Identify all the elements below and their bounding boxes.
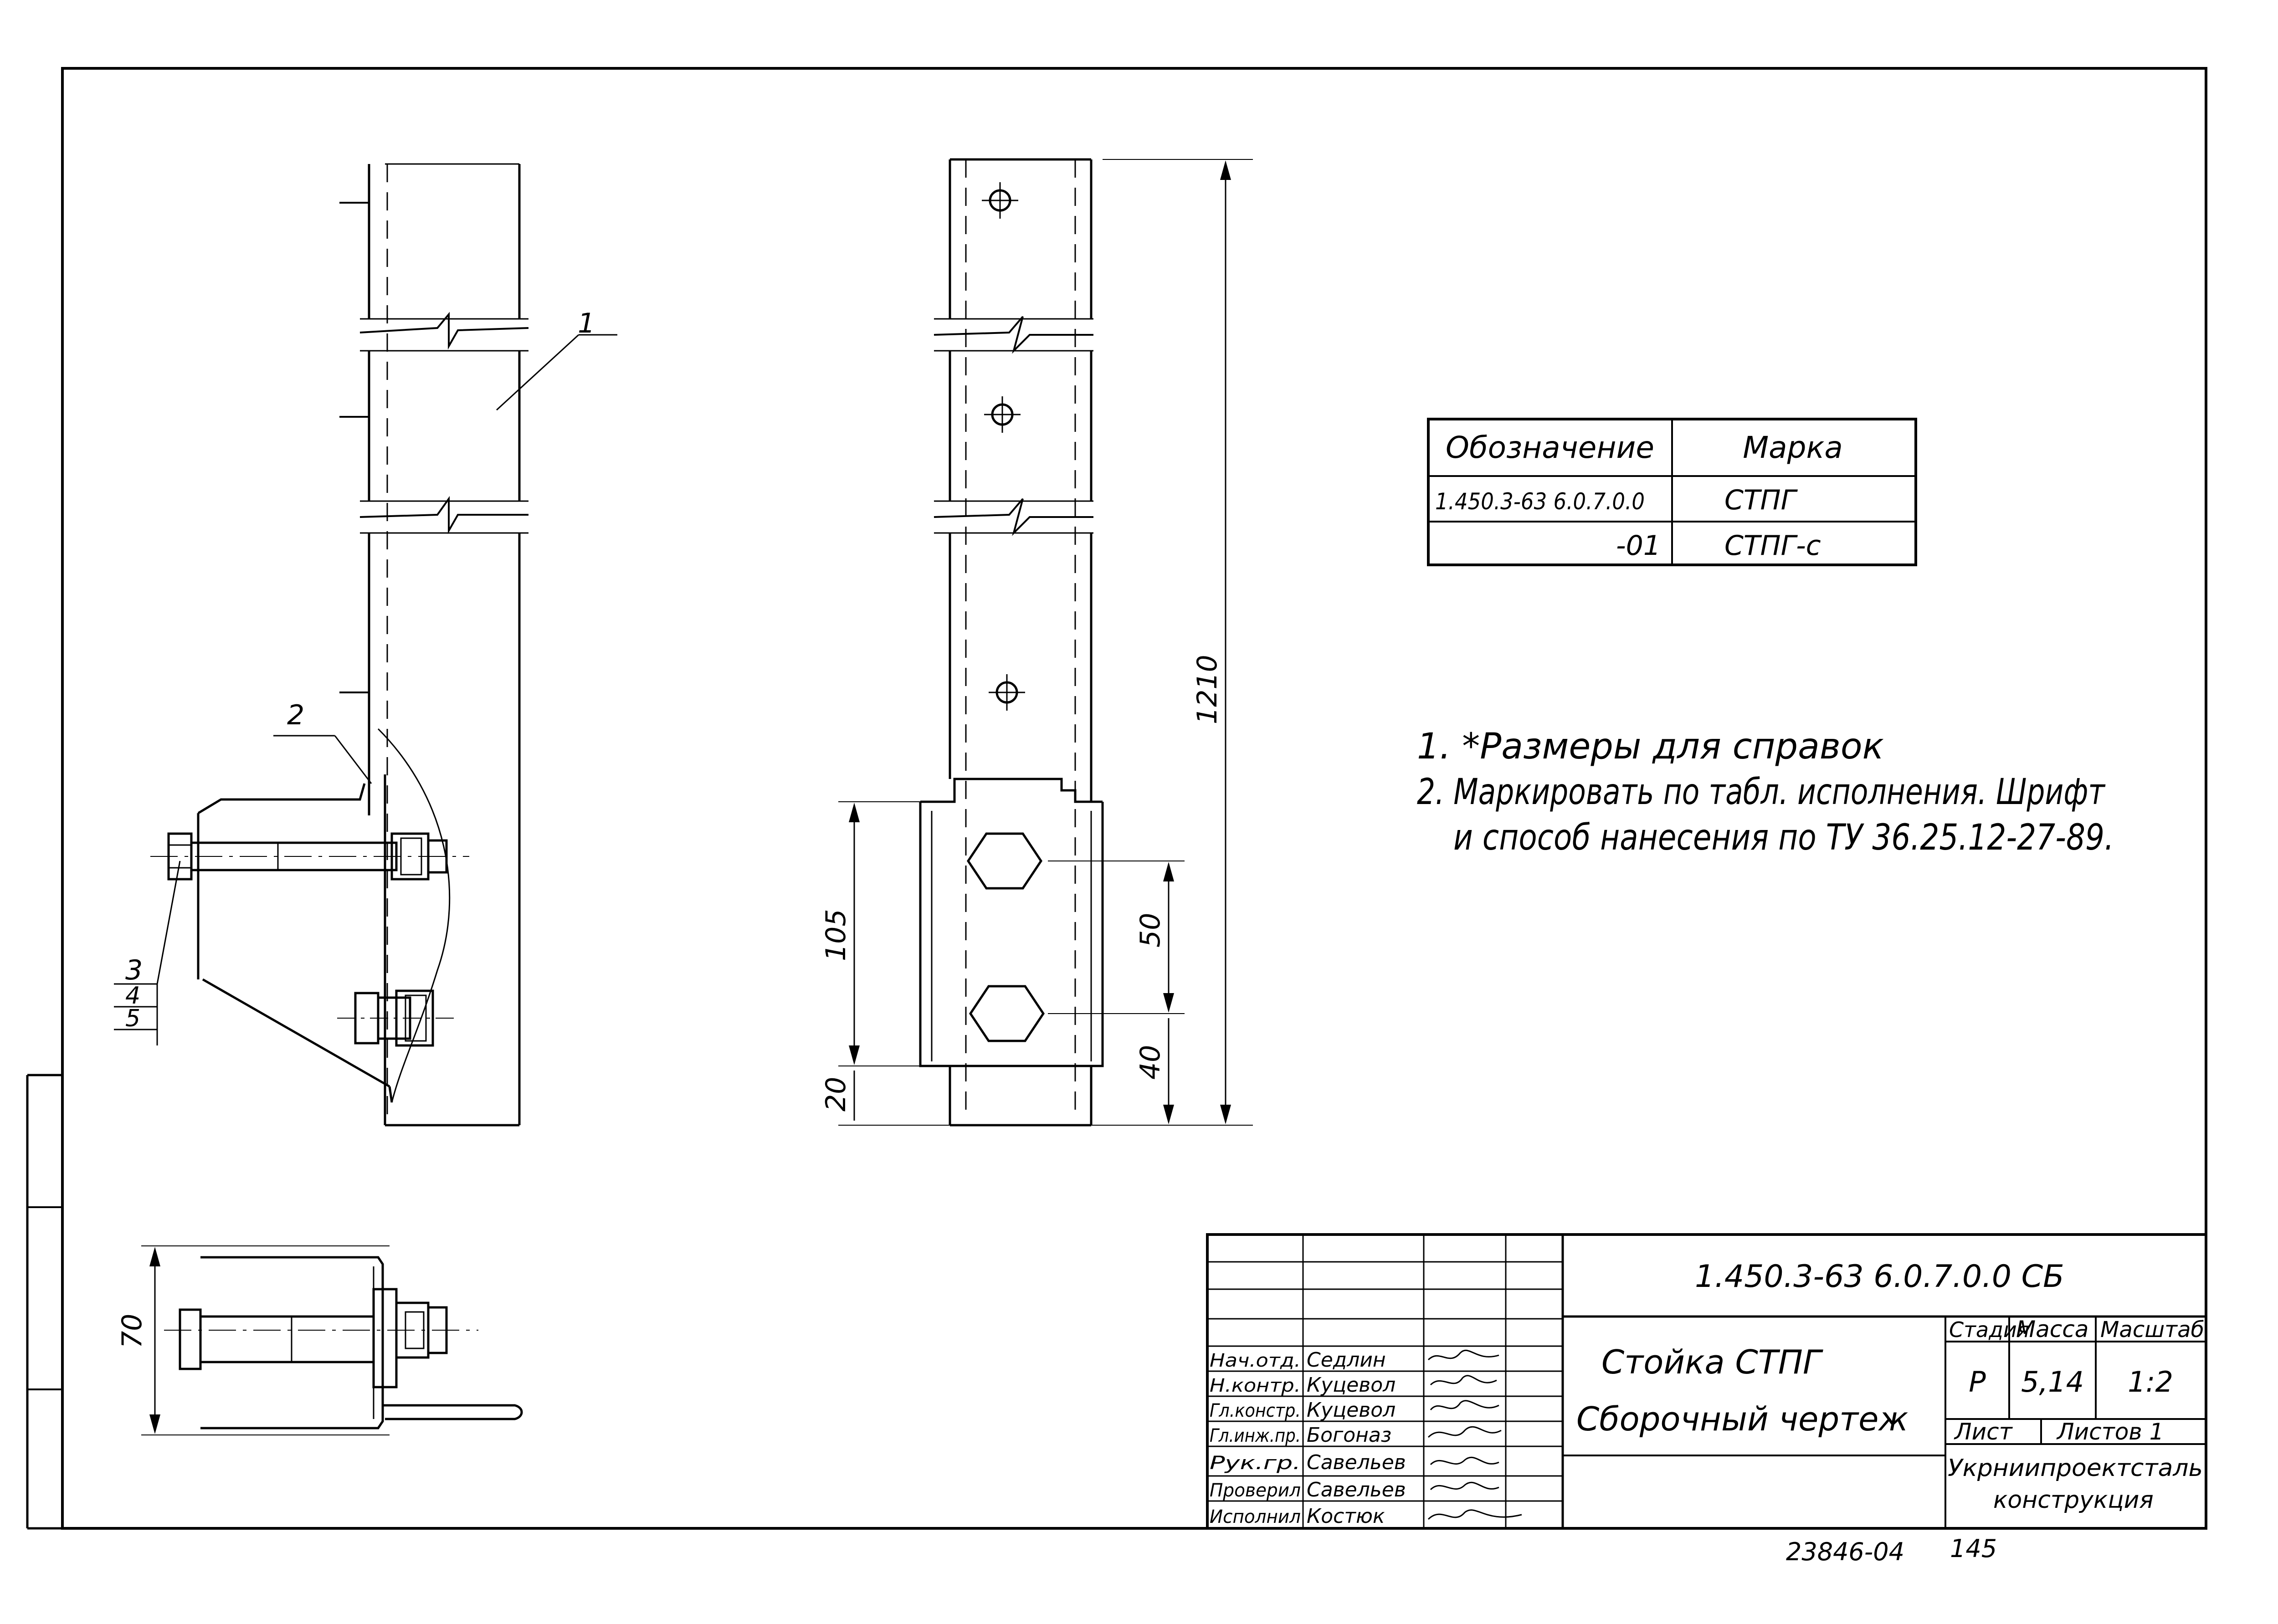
- signatory-name: Куцевол: [1307, 1399, 1396, 1422]
- callout-label-4: 4: [125, 982, 140, 1009]
- sheets-label: Листов 1: [2056, 1419, 2164, 1445]
- dimension-plate-offset: 20: [820, 1077, 852, 1112]
- section-arrows: [149, 1247, 160, 1434]
- leader-label-1: 1: [578, 307, 595, 339]
- signatory-role: Гл.констр.: [1210, 1400, 1301, 1421]
- mass-label: Масса: [2016, 1316, 2088, 1342]
- table-header-mark: Марка: [1743, 430, 1843, 465]
- signatory-role: Исполнил: [1210, 1506, 1301, 1527]
- dimension-plate-height: 105: [820, 909, 852, 961]
- mass-value: 5,14: [2021, 1365, 2084, 1399]
- sheet-label: Лист: [1954, 1419, 2013, 1445]
- page-number: 145: [1950, 1534, 1997, 1563]
- note-line: 1. *Размеры для справок: [1417, 726, 1884, 767]
- table-cell-designation: -01: [1616, 530, 1661, 562]
- title-block-grid: [1206, 1233, 2207, 1530]
- doc-code: 1.450.3-63 6.0.7.0.0 СБ: [1695, 1259, 2064, 1295]
- designation-table-grid: [1427, 418, 1917, 566]
- signatory-role: Гл.инж.пр.: [1210, 1425, 1301, 1446]
- callout-label-5: 5: [125, 1005, 140, 1032]
- signatory-name: Костюк: [1307, 1505, 1385, 1528]
- organization-line1: Укрниипроектсталь: [1948, 1455, 2203, 1482]
- signatory-name: Куцевол: [1307, 1373, 1396, 1397]
- inventory-number: 23846-04: [1786, 1537, 1904, 1566]
- organization-line2: конструкция: [1993, 1486, 2154, 1514]
- table-cell-designation: 1.450.3-63 6.0.7.0.0: [1435, 488, 1645, 515]
- signatory-name: Савельев: [1307, 1451, 1406, 1474]
- signatory-role: Н.контр.: [1210, 1375, 1301, 1396]
- leader-label-2: 2: [287, 699, 304, 731]
- table-header-designation: Обозначение: [1446, 430, 1654, 465]
- signatory-name: Седлин: [1307, 1348, 1386, 1372]
- front-view: [838, 158, 1253, 1127]
- stage-value: Р: [1969, 1365, 1986, 1399]
- signature-marks: [1427, 1349, 1522, 1520]
- section-view: [141, 1245, 523, 1435]
- signatory-role: Проверил: [1210, 1480, 1301, 1501]
- signatory-name: Богоназ: [1307, 1424, 1391, 1447]
- title-line1: Стойка СТПГ: [1601, 1343, 1823, 1381]
- table-cell-mark: СТПГ-с: [1724, 530, 1821, 562]
- side-view: [114, 163, 617, 1127]
- callout-label-3: 3: [125, 954, 143, 986]
- note-line: и способ нанесения по ТУ 36.25.12-27-89.: [1453, 817, 2114, 858]
- scale-value: 1:2: [2128, 1365, 2173, 1399]
- dimension-total-height: 1210: [1191, 655, 1223, 724]
- signatory-role: Рук.гр.: [1210, 1453, 1301, 1474]
- dimension-bolt-spacing: 50: [1134, 913, 1166, 948]
- stage-label: Стадия: [1949, 1317, 2029, 1342]
- dimension-bolt-to-bottom: 40: [1134, 1045, 1166, 1080]
- scale-label: Масштаб: [2100, 1317, 2204, 1342]
- dimension-arrows: [849, 160, 1231, 1124]
- signatory-role: Нач.отд.: [1210, 1350, 1301, 1371]
- signatory-name: Савельев: [1307, 1478, 1406, 1501]
- drawing-frame: [26, 67, 2207, 1530]
- dimension-section-height: 70: [116, 1314, 148, 1348]
- note-line: 2. Маркировать по табл. исполнения. Шриф…: [1417, 772, 2106, 813]
- table-cell-mark: СТПГ: [1724, 484, 1798, 516]
- title-line2: Сборочный чертеж: [1576, 1400, 1908, 1438]
